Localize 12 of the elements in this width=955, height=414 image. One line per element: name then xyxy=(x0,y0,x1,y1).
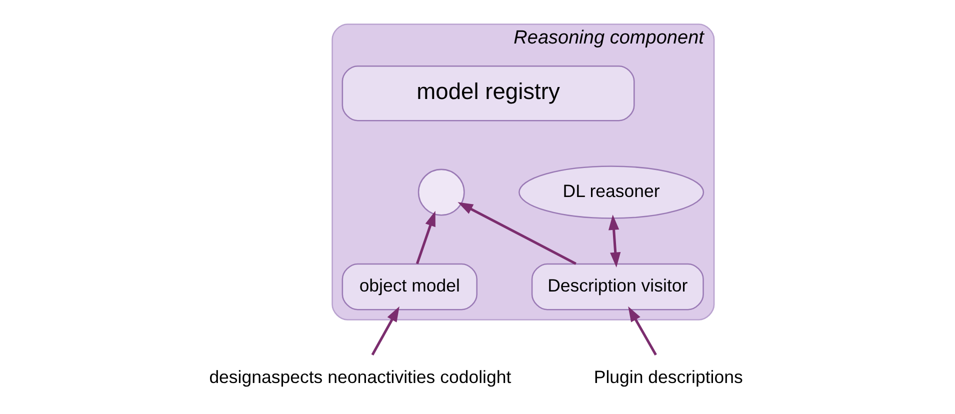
node-box: Description visitor xyxy=(531,262,704,310)
node-box: model registry xyxy=(342,64,635,121)
node-ellipse: DL reasoner xyxy=(518,165,704,218)
arrow xyxy=(371,306,400,355)
node-circle xyxy=(418,168,465,216)
node-text: designaspects neonactivities codolight xyxy=(209,366,512,386)
arrow xyxy=(628,306,657,356)
arrow xyxy=(608,214,621,268)
arrow xyxy=(416,210,436,264)
node-box: object model xyxy=(342,262,478,310)
arrow xyxy=(458,202,576,264)
node-text: Plugin descriptions xyxy=(594,366,743,386)
